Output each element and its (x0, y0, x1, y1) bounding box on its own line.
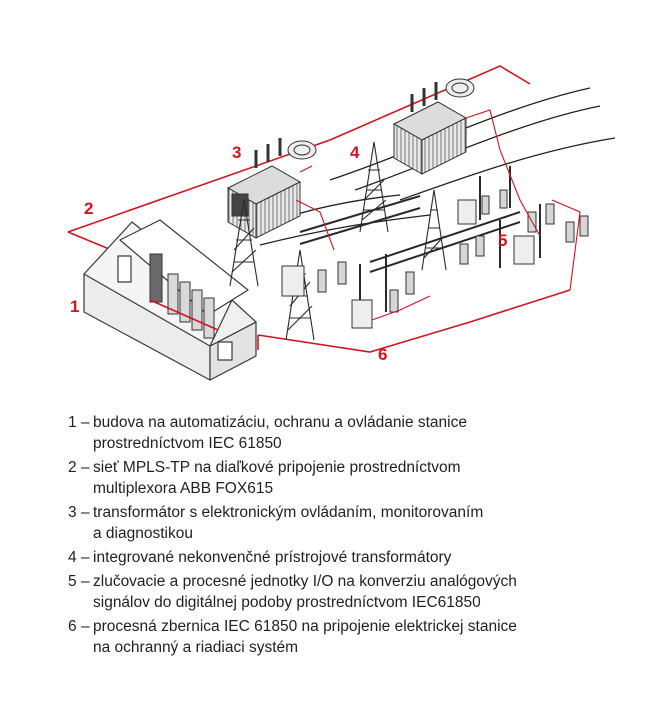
legend-dash: – (80, 414, 90, 431)
field-cabling (295, 109, 581, 321)
legend-number: 4 (68, 549, 77, 566)
legend-text: multiplexora ABB FOX615 (93, 480, 274, 497)
legend-text: sieť MPLS-TP na diaľkové pripojenie pros… (93, 459, 461, 476)
legend-number: 6 (68, 618, 77, 635)
legend-dash: – (80, 618, 90, 635)
legend-text: signálov do digitálnej podoby prostrední… (93, 594, 481, 611)
legend-item-6: 6 – procesná zbernica IEC 61850 na pripo… (68, 616, 628, 658)
instrument-transformers (317, 189, 589, 313)
legend-number: 1 (68, 414, 77, 431)
legend-text: integrované nekonvenčné prístrojové tran… (93, 549, 452, 566)
legend-text: transformátor s elektronickým ovládaním,… (93, 504, 484, 521)
legend-item-4: 4 – integrované nekonvenčné prístrojové … (68, 547, 628, 568)
legend-text: procesná zbernica IEC 61850 na pripojeni… (93, 618, 517, 635)
legend-text: a diagnostikou (93, 525, 193, 542)
legend-text: prostredníctvom IEC 61850 (93, 435, 282, 452)
callout-6: 6 (378, 345, 387, 364)
callout-1: 1 (70, 297, 79, 316)
legend-number: 5 (68, 573, 77, 590)
legend-item-1: 1 – budova na automatizáciu, ochranu a o… (68, 412, 628, 454)
substation-illustration: 1 2 3 4 5 6 (67, 65, 616, 381)
legend-text: zlučovacie a procesné jednotky I/O na ko… (93, 573, 517, 590)
legend-dash: – (80, 549, 90, 566)
legend: 1 – budova na automatizáciu, ochranu a o… (68, 412, 628, 661)
callout-4: 4 (350, 143, 360, 162)
legend-number: 3 (68, 504, 77, 521)
legend-item-3: 3 – transformátor s elektronickým ovláda… (68, 502, 628, 544)
legend-dash: – (80, 504, 90, 521)
busbar-gantries (299, 166, 541, 320)
legend-text: budova na automatizáciu, ochranu a ovlád… (93, 414, 467, 431)
legend-item-2: 2 – sieť MPLS-TP na diaľkové pripojenie … (68, 457, 628, 499)
legend-dash: – (80, 573, 90, 590)
callout-3: 3 (232, 143, 241, 162)
legend-item-5: 5 – zlučovacie a procesné jednotky I/O n… (68, 571, 628, 613)
process-units (281, 199, 535, 329)
legend-text: na ochranný a riadiaci systém (93, 639, 299, 656)
legend-dash: – (80, 459, 90, 476)
legend-number: 2 (68, 459, 77, 476)
control-cabinets (149, 253, 219, 339)
transformer-4 (392, 78, 475, 175)
callout-5: 5 (498, 231, 507, 250)
callout-2: 2 (84, 199, 93, 218)
